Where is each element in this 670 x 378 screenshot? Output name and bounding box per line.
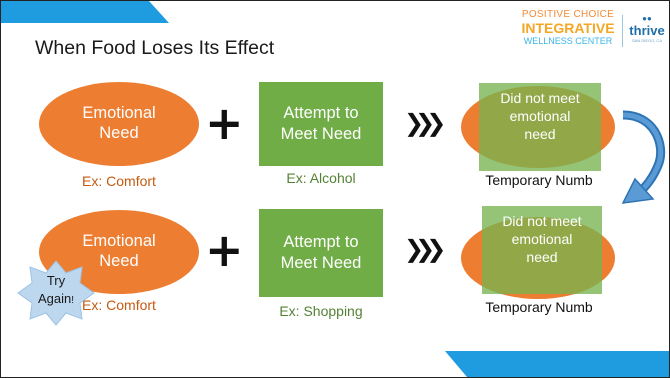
attempt-box: Attempt to Meet Need [259, 209, 383, 297]
thrive-location: SAN DIEGO, CA [631, 38, 662, 43]
logo-wordmark: POSITIVE CHOICE INTEGRATIVE WELLNESS CEN… [515, 9, 621, 46]
try-again-word: Again [37, 290, 72, 306]
need-example-caption: Ex: Comfort [82, 173, 156, 189]
try-again-exclamation: ! [71, 294, 75, 306]
emotional-need-label: Emotional Need [82, 104, 156, 142]
try-again-starburst [17, 260, 95, 326]
chevron-arrows-icon: ❯❯❯ [404, 235, 446, 263]
result-caption: Temporary Numb [485, 172, 593, 188]
emotional-need-oval: Emotional Need [39, 82, 199, 166]
try-again-line2: Again! [26, 290, 86, 308]
logo-line-wellness-center: WELLNESS CENTER [523, 36, 613, 46]
chevron-arrows-icon: ❯❯❯ [404, 109, 446, 137]
attempt-label: Attempt to Meet Need [280, 104, 362, 143]
attempt-label: Attempt to Meet Need [280, 233, 362, 272]
plus-sign: + [205, 223, 244, 277]
need-example-caption: Ex: Comfort [82, 297, 156, 313]
try-again-line1: Try [46, 273, 66, 288]
thrive-people-icon: ●● [642, 14, 652, 23]
result-label: Did not meet emotional need [500, 90, 580, 143]
bottom-accent-shape [445, 351, 669, 377]
attempt-box: Attempt to Meet Need [259, 82, 383, 166]
result-label: Did not meet emotional need [502, 213, 582, 266]
attempt-example-caption: Ex: Alcohol [286, 170, 356, 186]
slide-title: When Food Loses Its Effect [35, 37, 275, 59]
curved-connector-arrow [621, 110, 666, 204]
plus-sign: + [205, 96, 244, 150]
logo-line-integrative: INTEGRATIVE [521, 20, 615, 36]
try-again-text: Try Again! [26, 272, 86, 307]
result-caption: Temporary Numb [485, 299, 593, 315]
thrive-brand: thrive [629, 23, 665, 38]
result-overlay-box: Did not meet emotional need [479, 83, 601, 171]
logo-divider [622, 15, 623, 47]
attempt-example-caption: Ex: Shopping [279, 303, 363, 319]
thrive-logo: ●● thrive SAN DIEGO, CA [626, 14, 668, 44]
result-overlay-box: Did not meet emotional need [482, 206, 602, 294]
logo-line-positive-choice: POSITIVE CHOICE [521, 9, 615, 20]
top-accent-shape [1, 1, 169, 23]
emotional-need-label: Emotional Need [82, 232, 156, 270]
